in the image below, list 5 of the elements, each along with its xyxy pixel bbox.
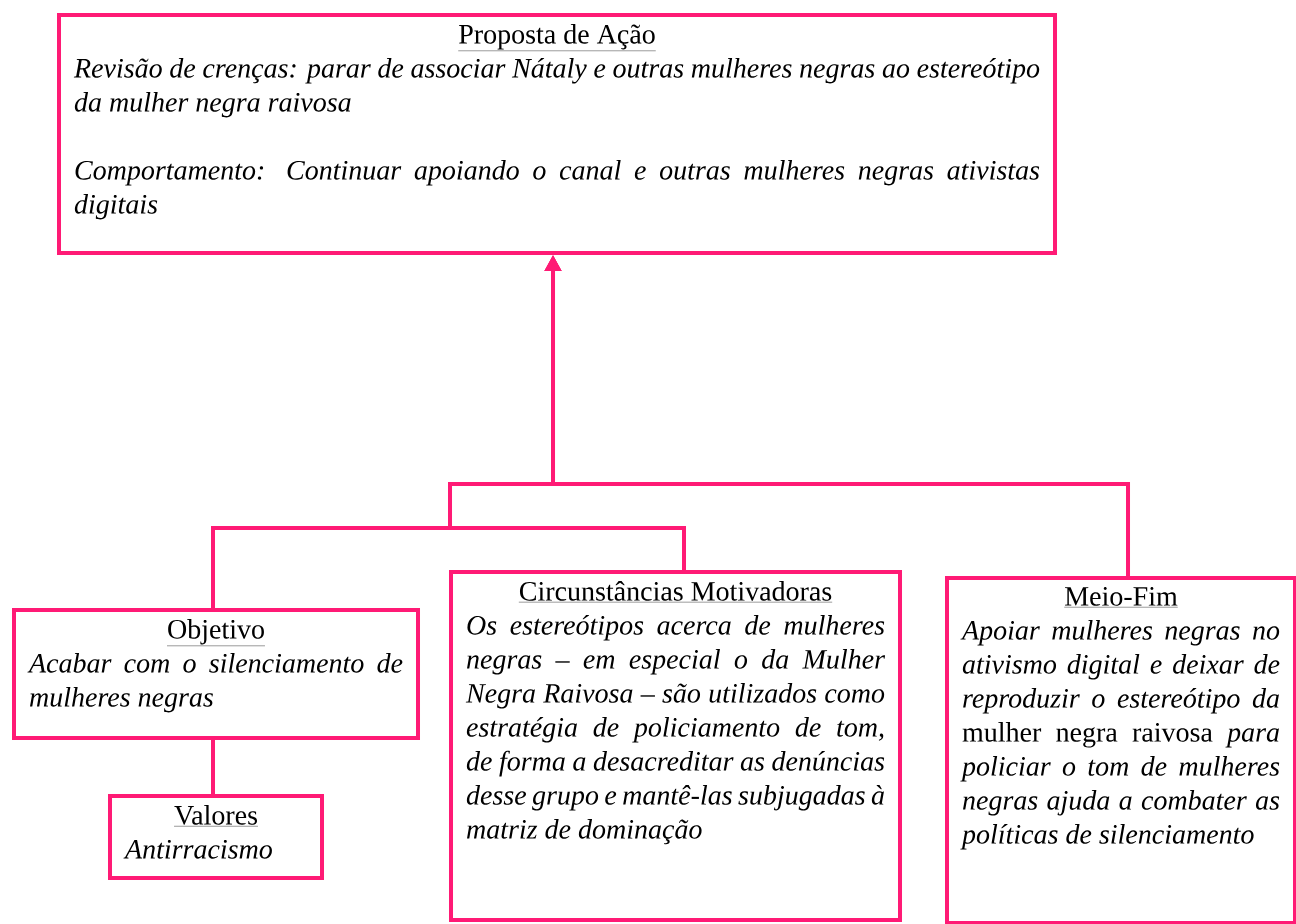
text-box: Objetivo Acabar com o silenciamento de mulheres negras bbox=[12, 608, 420, 740]
text-box: Proposta de Ação Revisão de crenças: parar de associar Nátaly e outras mulheres negras ao estereótipo da mulher negra raivosa Comportamento: Continuar apoiando o canal e outras mulheres negras ativistas digitais bbox=[57, 13, 1057, 255]
text-box: Circunstâncias Motivadoras Os estereótipos acerca de mulheres negras – em especial o da Mulher Negra Raivosa – são utilizados como estratégia de policiamento de tom, de forma a desacreditar as denúncias desse grupo e mantê-las subjugadas à matriz de dominação bbox=[449, 570, 902, 922]
text-box: Meio-Fim Apoiar mulheres negras no ativismo digital e deixar de reproduzir o estereótipo da mulher negra raivosa para policiar o tom de mulheres negras ajuda a combater as políticas de silenciamento bbox=[945, 576, 1296, 924]
text-box: Valores Antirracismo bbox=[108, 794, 324, 880]
